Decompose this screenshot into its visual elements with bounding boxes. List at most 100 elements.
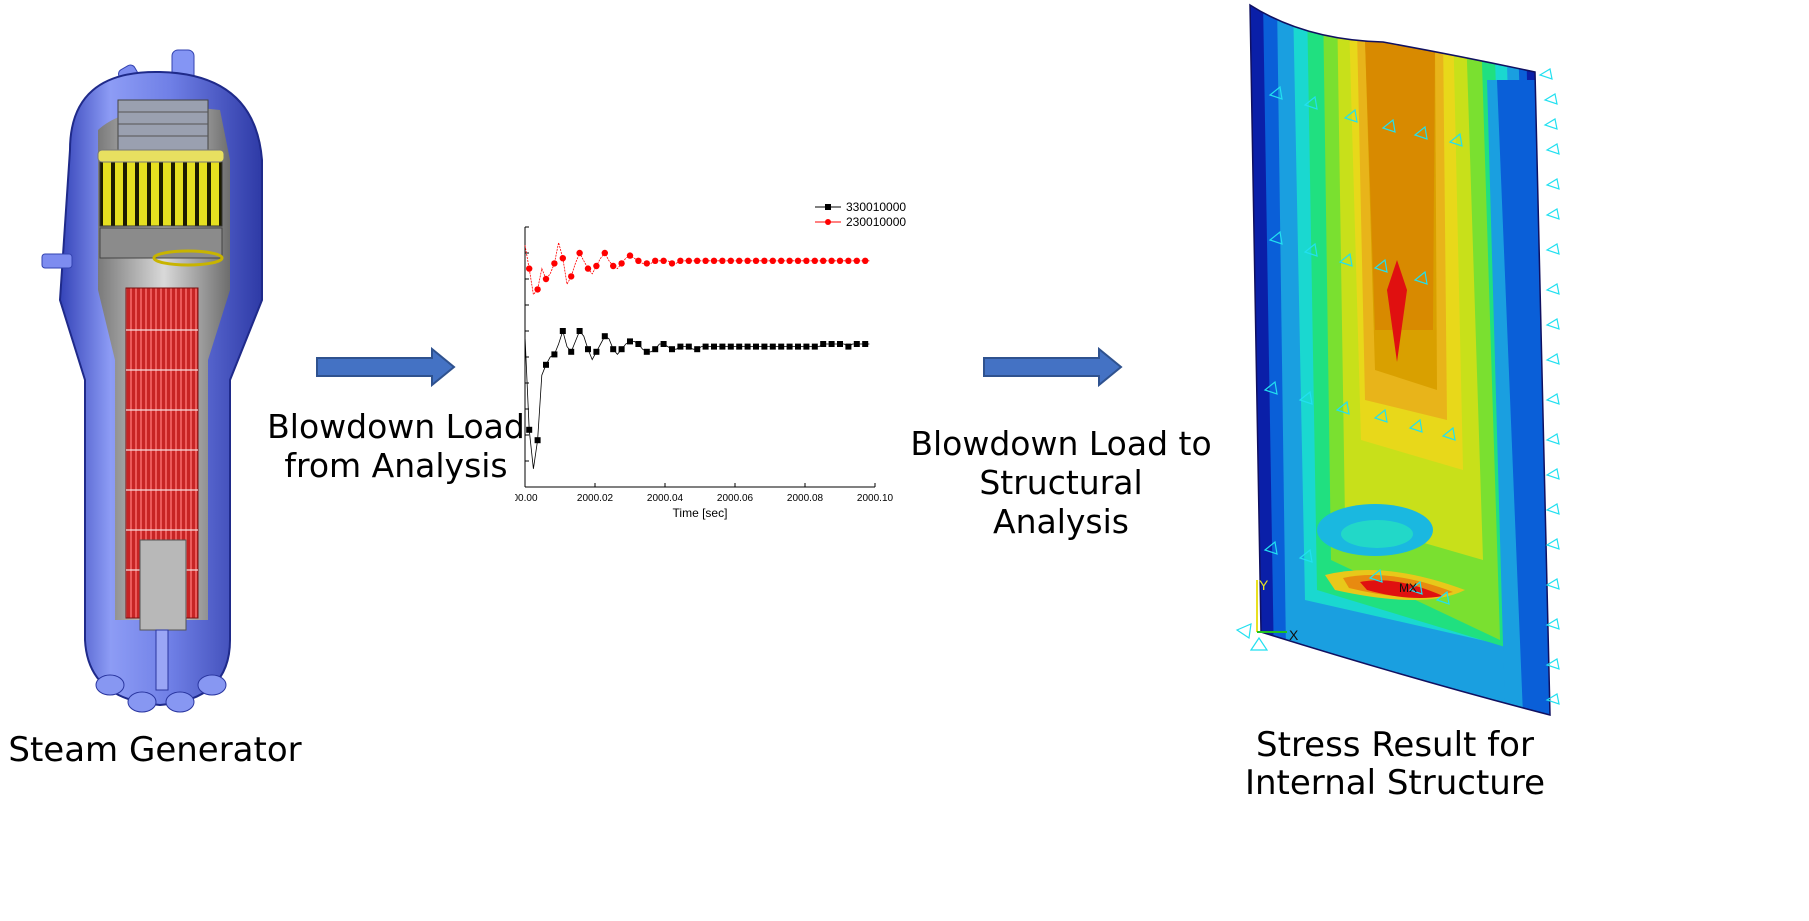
data-point	[761, 257, 768, 264]
data-point	[677, 257, 684, 264]
data-point	[534, 286, 541, 293]
data-point	[711, 343, 717, 350]
data-point	[593, 262, 600, 270]
flow-label-left: Blowdown Load from Analysis	[262, 407, 530, 485]
bottom-nozzle	[197, 674, 227, 696]
data-point	[752, 257, 760, 264]
data-point	[610, 262, 617, 270]
flow-label-right-line3: Analysis	[993, 502, 1129, 541]
stress-caption-line1: Stress Result for	[1256, 725, 1534, 765]
boundary-condition-markers	[1235, 68, 1560, 705]
data-point	[618, 346, 625, 353]
data-point	[585, 346, 591, 353]
data-point	[526, 426, 533, 433]
steam-dryer	[117, 99, 209, 151]
data-point	[526, 265, 533, 272]
legend-label: 330010000	[846, 200, 906, 214]
data-point	[652, 346, 659, 353]
data-point	[820, 341, 827, 347]
flow-label-right-line1: Blowdown Load to	[910, 424, 1212, 463]
data-point	[542, 275, 550, 283]
steam-generator-caption: Steam Generator	[8, 730, 302, 770]
data-point	[744, 343, 751, 350]
x-tick-label: 2000.10	[857, 493, 894, 504]
data-point	[551, 260, 558, 267]
data-point	[584, 265, 592, 272]
x-tick-label: 2000.02	[577, 493, 614, 504]
max-marker-label: MX	[1399, 581, 1417, 595]
data-point	[719, 343, 726, 350]
stress-contour-plot: Y X MX	[1235, 3, 1560, 716]
panel-outline	[1249, 3, 1551, 716]
data-point	[694, 346, 701, 353]
steam-generator-illustration	[41, 49, 263, 713]
data-point	[668, 260, 676, 267]
data-point	[643, 260, 650, 267]
stress-caption-line2: Internal Structure	[1244, 763, 1545, 803]
data-point	[778, 343, 785, 350]
data-point	[811, 257, 818, 264]
bottom-nozzle	[165, 691, 195, 713]
data-point	[694, 257, 701, 264]
x-axis-title: Time [sec]	[673, 506, 728, 520]
data-point	[576, 328, 583, 334]
data-point	[836, 257, 844, 264]
flow-label-right: Blowdown Load to Structural Analysis	[905, 424, 1217, 541]
data-point	[853, 341, 860, 347]
data-point	[803, 343, 810, 350]
data-point	[786, 257, 793, 264]
data-point	[837, 341, 843, 347]
data-point	[820, 257, 827, 264]
data-point	[794, 257, 802, 264]
data-point	[736, 343, 743, 350]
data-point	[753, 343, 759, 350]
data-point	[601, 249, 608, 257]
bottom-nozzle	[95, 674, 125, 696]
triad-x-label: X	[1289, 627, 1299, 643]
data-point	[727, 257, 734, 264]
data-point	[828, 341, 835, 347]
series-line-230010000	[524, 242, 870, 296]
data-point	[652, 257, 659, 264]
flow-arrow-right	[983, 347, 1123, 387]
data-point	[635, 257, 642, 264]
data-point	[710, 257, 718, 264]
stress-result-caption: Stress Result for Internal Structure	[1225, 726, 1565, 802]
data-point	[853, 257, 860, 264]
data-point	[685, 257, 692, 264]
x-tick-label: 2000.06	[717, 493, 754, 504]
data-point	[643, 348, 650, 355]
triad-y-label: Y	[1259, 577, 1269, 593]
data-point	[702, 257, 709, 264]
data-point	[778, 257, 785, 264]
data-point	[761, 343, 768, 350]
data-point	[702, 343, 709, 350]
coordinate-triad: Y X MX	[1256, 577, 1417, 643]
data-point	[635, 341, 642, 347]
data-point	[543, 361, 549, 368]
contour-bands	[1250, 5, 1550, 715]
data-point	[626, 252, 634, 259]
data-point	[610, 346, 617, 353]
data-point	[736, 257, 743, 264]
data-point	[576, 249, 583, 257]
data-point	[769, 257, 776, 264]
data-point	[845, 257, 852, 264]
data-point	[811, 343, 818, 350]
data-point	[685, 343, 692, 350]
data-point	[627, 338, 633, 345]
data-point	[568, 273, 575, 280]
data-point	[534, 437, 541, 444]
bottom-nozzle	[127, 691, 157, 713]
data-point	[559, 255, 566, 262]
flow-label-right-line2: Structural	[979, 463, 1143, 502]
data-point	[551, 351, 558, 358]
data-point	[845, 343, 852, 350]
data-point	[862, 341, 869, 347]
data-point	[719, 257, 726, 264]
data-point	[677, 343, 684, 350]
data-point	[601, 333, 608, 340]
x-tick-label: 2000.08	[787, 493, 824, 504]
